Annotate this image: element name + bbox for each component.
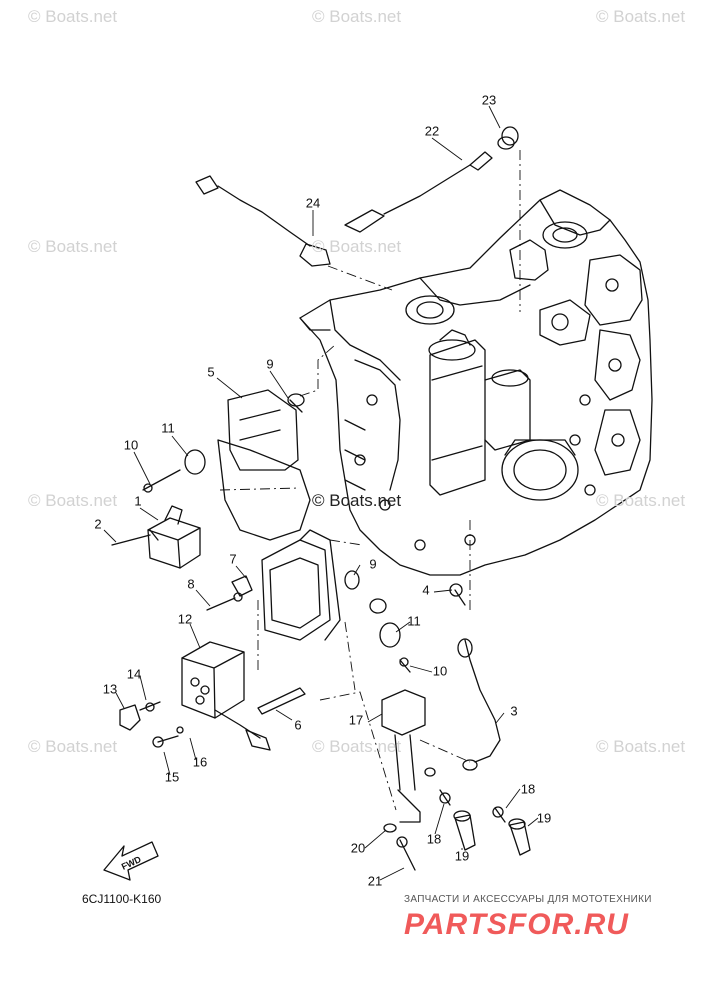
diagram-code: 6CJ1100-K160: [82, 892, 162, 906]
callout-15: 15: [164, 769, 180, 785]
oil-filter: [501, 439, 579, 501]
callout-13: 13: [102, 681, 118, 697]
bolt-6: [257, 687, 306, 715]
callout-3: 3: [510, 703, 518, 719]
callout-9b: 9: [369, 556, 377, 572]
callout-1: 1: [134, 493, 142, 509]
callout-22: 22: [424, 123, 440, 139]
sensor-cable-22: [344, 136, 515, 233]
reference-lines: [219, 150, 521, 811]
terminal-3: [462, 759, 478, 771]
fwd-arrow: [103, 841, 159, 881]
brand-tagline: ЗАПЧАСТИ И АКСЕССУАРЫ ДЛЯ МОТОТЕХНИКИ: [404, 894, 652, 905]
watermark: © Boats.net: [28, 7, 118, 26]
starter-motor: [428, 329, 531, 496]
cdi-unit-12: [181, 641, 271, 751]
watermark: © Boats.net: [596, 7, 686, 26]
watermark: © Boats.net: [312, 7, 402, 26]
callout-9: 9: [266, 356, 274, 372]
callout-14: 14: [126, 666, 142, 682]
watermark: © Boats.net: [596, 737, 686, 756]
callout-6: 6: [294, 717, 302, 733]
callout-5: 5: [207, 364, 215, 380]
callout-19: 19: [536, 810, 552, 826]
leader-lines: [103, 105, 539, 881]
watermark: © Boats.net: [312, 237, 402, 256]
callout-10: 10: [123, 437, 139, 453]
callout-23: 23: [481, 92, 497, 108]
lead-3: [464, 639, 501, 763]
relay-1: [147, 505, 201, 569]
callout-18: 18: [520, 781, 536, 797]
callout-18b: 18: [426, 831, 442, 847]
callout-17: 17: [348, 712, 364, 728]
sensor-17: [381, 689, 426, 823]
callout-4: 4: [422, 582, 430, 598]
small-hardware: [111, 126, 531, 871]
callout-20: 20: [350, 840, 366, 856]
callout-2: 2: [94, 516, 102, 532]
callout-11: 11: [161, 420, 175, 436]
callout-19b: 19: [454, 848, 470, 864]
engine-block: [299, 189, 653, 576]
brand-logo: PARTSFOR.RU: [404, 908, 629, 941]
cover-assembly: [261, 529, 341, 641]
bracket-5: [217, 389, 311, 541]
watermark: © Boats.net: [28, 237, 118, 256]
callout-11b: 11: [407, 613, 421, 629]
watermark: © Boats.net: [312, 737, 402, 756]
watermark: © Boats.net: [28, 737, 118, 756]
callout-8: 8: [187, 576, 195, 592]
callout-12: 12: [177, 611, 193, 627]
watermark: © Boats.net: [28, 491, 118, 510]
callout-21: 21: [367, 873, 383, 889]
sensor-cable-24: [195, 175, 331, 267]
cap-13: [119, 704, 141, 731]
callout-16: 16: [192, 754, 208, 770]
watermark: © Boats.net: [312, 491, 402, 510]
callout-10b: 10: [432, 663, 448, 679]
callout-7: 7: [229, 551, 237, 567]
watermark: © Boats.net: [596, 491, 686, 510]
callout-24: 24: [305, 195, 321, 211]
